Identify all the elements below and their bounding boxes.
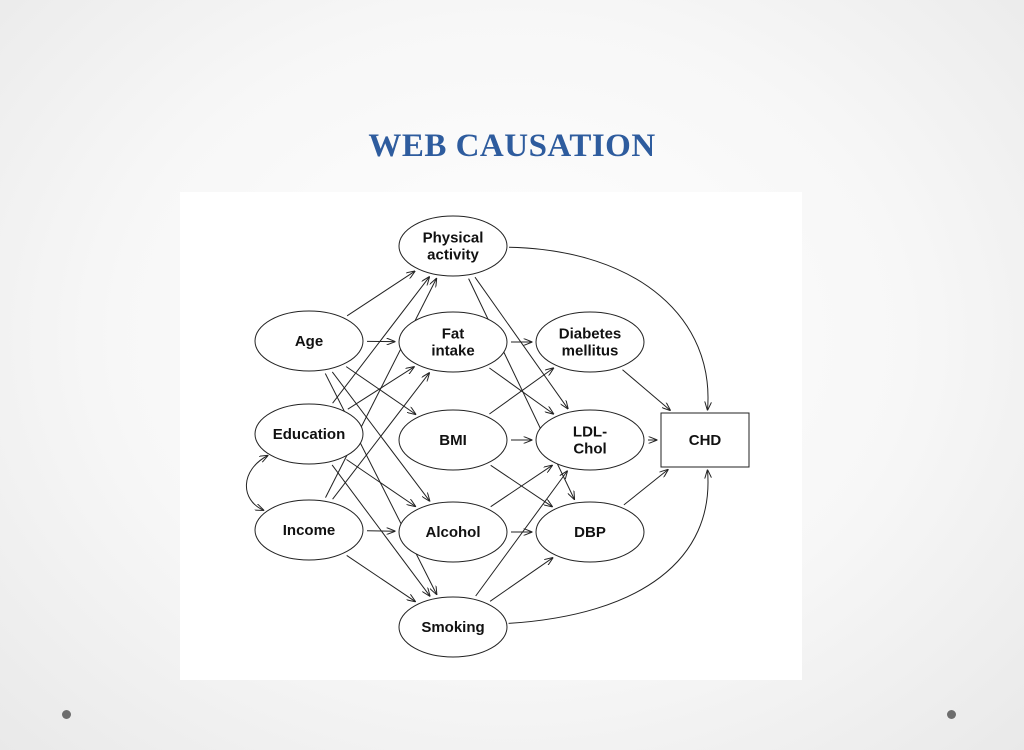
node-dbp-label: DBP: [574, 524, 606, 541]
node-dbp-shape: [535, 501, 645, 563]
node-ldl-label: LDL-: [573, 424, 607, 441]
edge-smoking-to-dbp: [489, 558, 553, 602]
node-diabetes-label: mellitus: [562, 343, 619, 360]
node-income-shape: [254, 499, 364, 561]
node-fat-label: intake: [431, 343, 474, 360]
corner-dot-left: [62, 710, 71, 719]
node-chd-shape: [660, 412, 750, 468]
node-ldl: LDL-Chol: [535, 409, 645, 471]
edge-age-to-bmi: [345, 366, 416, 415]
edge-physical-to-dbp: [468, 278, 575, 500]
edge-diabetes-to-chd: [622, 369, 671, 411]
node-alcohol: Alcohol: [398, 501, 508, 563]
edge-education-to-physical: [332, 277, 430, 404]
node-dbp: DBP: [535, 501, 645, 563]
edge-alcohol-to-ldl: [490, 465, 553, 508]
node-age-label: Age: [295, 333, 323, 350]
edge-income-to-physical: [325, 278, 437, 498]
edge-smoking-to-ldl: [475, 471, 568, 597]
edge-smoking-to-chd: [508, 470, 708, 624]
node-alcohol-shape: [398, 501, 508, 563]
node-fat-shape: [398, 311, 508, 373]
corner-dot-right: [947, 710, 956, 719]
node-age-shape: [254, 310, 364, 372]
node-education-shape: [254, 403, 364, 465]
edge-dbp-to-chd: [623, 470, 668, 506]
node-smoking-label: Smoking: [421, 619, 484, 636]
node-income: Income: [254, 499, 364, 561]
edge-education-to-income: [245, 456, 267, 511]
edge-physical-to-ldl: [474, 276, 568, 409]
node-income-label: Income: [283, 522, 336, 539]
node-chd: CHD: [660, 412, 750, 468]
slide-title: WEB CAUSATION: [368, 128, 656, 164]
edge-income-to-smoking: [346, 554, 416, 601]
node-education: Education: [254, 403, 364, 465]
node-fat-label: Fat: [442, 326, 465, 343]
node-physical-label: Physical: [423, 230, 484, 247]
node-smoking: Smoking: [398, 596, 508, 658]
node-education-label: Education: [273, 426, 346, 443]
edge-income-to-fat: [332, 373, 430, 500]
node-ldl-shape: [535, 409, 645, 471]
node-bmi: BMI: [398, 409, 508, 471]
edge-age-to-smoking: [324, 373, 436, 595]
node-physical-shape: [398, 215, 508, 277]
node-chd-label: CHD: [689, 432, 722, 449]
node-bmi-label: BMI: [439, 432, 467, 449]
node-age: Age: [254, 310, 364, 372]
edge-education-to-alcohol: [346, 459, 416, 507]
node-alcohol-label: Alcohol: [426, 524, 481, 541]
node-ldl-label: Chol: [573, 441, 606, 458]
node-diabetes-shape: [535, 311, 645, 373]
node-smoking-shape: [398, 596, 508, 658]
edge-bmi-to-diabetes: [489, 368, 553, 415]
node-bmi-shape: [398, 409, 508, 471]
edge-physical-to-chd: [508, 246, 708, 410]
edge-age-to-physical: [346, 271, 415, 317]
node-physical-label: activity: [427, 247, 479, 264]
node-diabetes-label: Diabetes: [559, 326, 622, 343]
